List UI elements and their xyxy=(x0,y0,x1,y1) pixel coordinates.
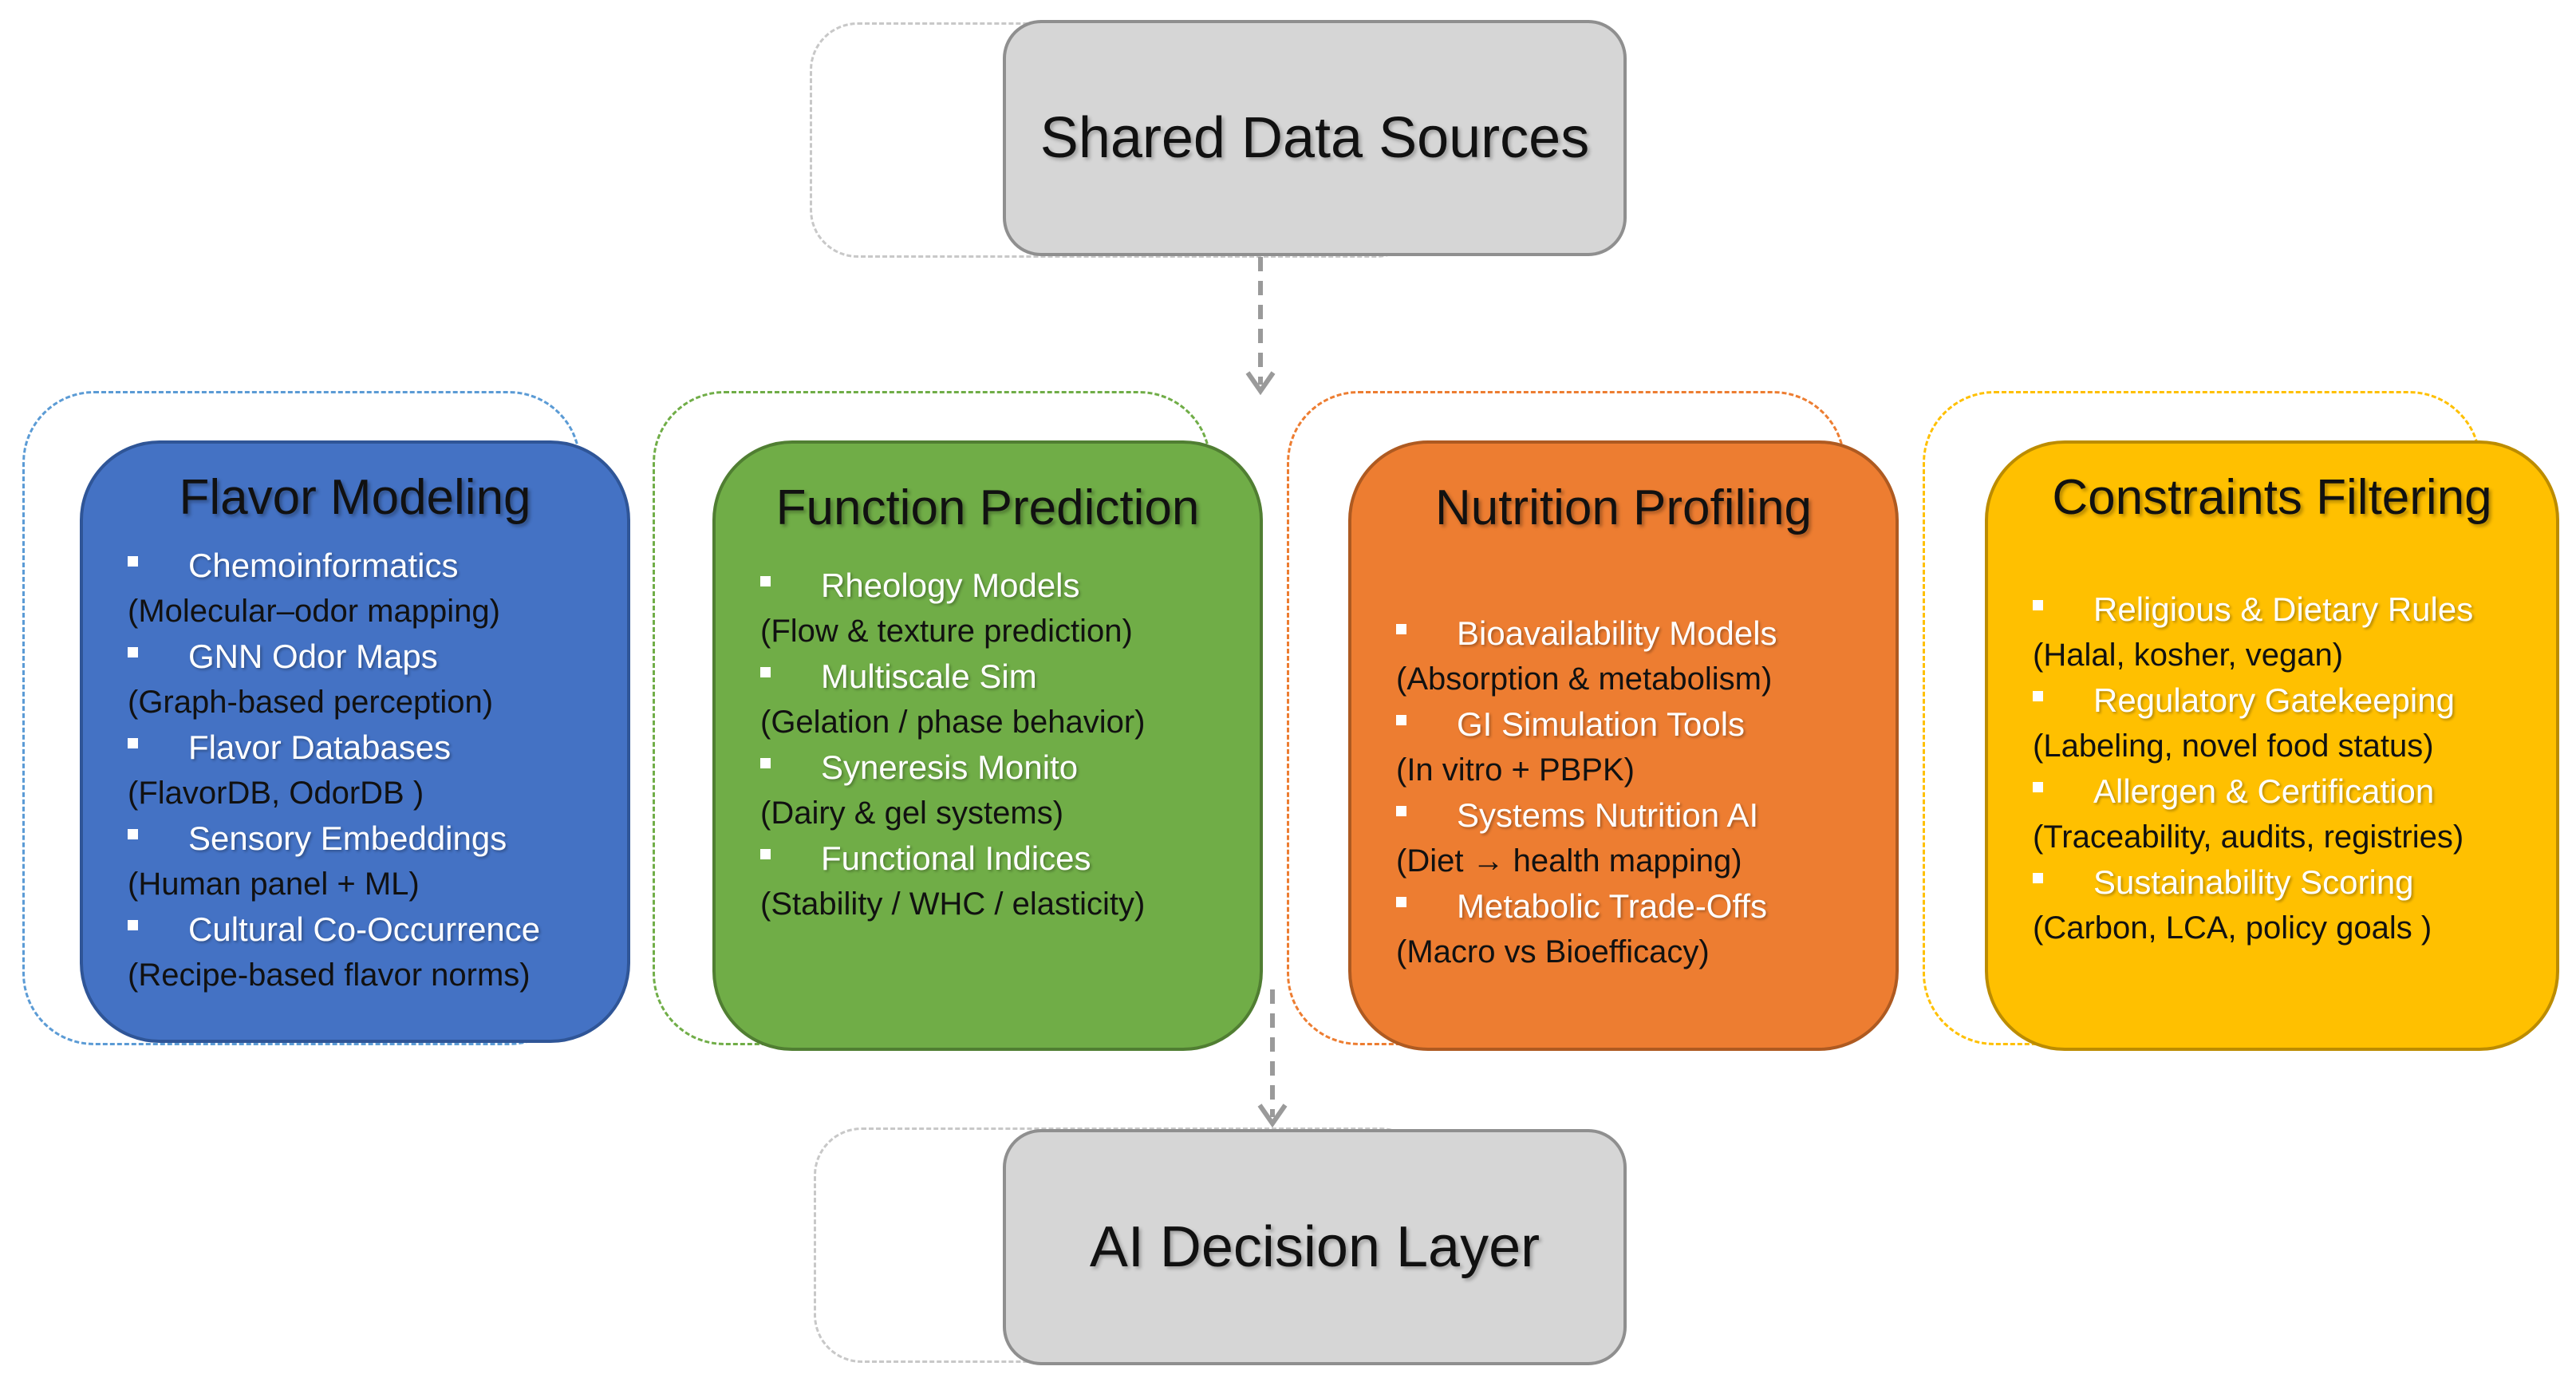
list-item: Systems Nutrition AI (Diet → health mapp… xyxy=(1396,793,1876,884)
item-head: Metabolic Trade-Offs xyxy=(1457,887,1768,925)
list-item: Functional Indices (Stability / WHC / el… xyxy=(760,836,1241,927)
shared-data-sources-box: Shared Data Sources xyxy=(1003,20,1627,256)
bullet-icon xyxy=(760,849,771,859)
list-item: Sustainability Scoring (Carbon, LCA, pol… xyxy=(2033,860,2537,951)
item-head: Sustainability Scoring xyxy=(2093,863,2414,901)
list-item: Religious & Dietary Rules (Halal, kosher… xyxy=(2033,587,2537,678)
item-desc: (Dairy & gel systems) xyxy=(760,796,1064,831)
bullet-icon xyxy=(1396,897,1406,907)
item-desc: (Molecular–odor mapping) xyxy=(128,594,500,629)
card-title: Nutrition Profiling xyxy=(1434,480,1813,535)
item-desc: (Macro vs Bioefficacy) xyxy=(1396,934,1710,969)
item-head: Regulatory Gatekeeping xyxy=(2093,681,2455,719)
card-title: Flavor Modeling xyxy=(179,470,531,525)
list-item: Rheology Models (Flow & texture predicti… xyxy=(760,563,1241,654)
bullet-icon xyxy=(1396,715,1406,725)
list-item: Sensory Embeddings (Human panel + ML) xyxy=(128,816,608,907)
bullet-icon xyxy=(760,758,771,768)
item-head: Flavor Databases xyxy=(188,729,452,766)
item-desc: (Human panel + ML) xyxy=(128,867,420,902)
item-head: GNN Odor Maps xyxy=(188,638,438,675)
bullet-icon xyxy=(1396,624,1406,634)
constraints-filtering-card: Constraints Filtering Religious & Dietar… xyxy=(1985,440,2559,1051)
list-item: GI Simulation Tools (In vitro + PBPK) xyxy=(1396,702,1876,793)
item-head: Syneresis Monito xyxy=(821,748,1079,786)
item-head: Chemoinformatics xyxy=(188,547,459,584)
item-head: Cultural Co-Occurrence xyxy=(188,910,541,948)
bullet-icon xyxy=(2033,600,2043,610)
item-head: Functional Indices xyxy=(821,839,1091,877)
list-item: Flavor Databases (FlavorDB, OdorDB ) xyxy=(128,725,608,816)
bullet-icon xyxy=(760,667,771,677)
item-head: Rheology Models xyxy=(821,567,1080,604)
function-prediction-card: Function Prediction Rheology Models (Flo… xyxy=(712,440,1263,1051)
bullet-icon xyxy=(1396,806,1406,816)
bullet-icon xyxy=(2033,873,2043,883)
item-head: Religious & Dietary Rules xyxy=(2093,590,2474,628)
list-item: Chemoinformatics (Molecular–odor mapping… xyxy=(128,543,608,634)
flavor-modeling-card: Flavor Modeling Chemoinformatics (Molecu… xyxy=(80,440,630,1043)
bullet-icon xyxy=(128,920,138,930)
bullet-icon xyxy=(128,738,138,748)
item-desc: (In vitro + PBPK) xyxy=(1396,752,1635,788)
list-item: Cultural Co-Occurrence (Recipe-based fla… xyxy=(128,907,608,998)
bullet-icon xyxy=(2033,691,2043,701)
item-head: Bioavailability Models xyxy=(1457,614,1777,652)
bullet-icon xyxy=(128,556,138,567)
item-desc: (Labeling, novel food status) xyxy=(2033,729,2434,764)
item-desc: (Carbon, LCA, policy goals ) xyxy=(2033,910,2432,946)
item-desc: (Flow & texture prediction) xyxy=(760,614,1133,649)
list-item: Regulatory Gatekeeping (Labeling, novel … xyxy=(2033,678,2537,769)
card-title: Function Prediction xyxy=(775,480,1200,535)
item-desc: (Absorption & metabolism) xyxy=(1396,661,1773,697)
nutrition-profiling-card: Nutrition Profiling Bioavailability Mode… xyxy=(1348,440,1899,1051)
down-arrow-top xyxy=(1245,257,1276,396)
item-desc: (Halal, kosher, vegan) xyxy=(2033,638,2344,673)
item-head: Allergen & Certification xyxy=(2093,772,2435,810)
item-desc: (Diet → health mapping) xyxy=(1396,843,1742,879)
list-item: Multiscale Sim (Gelation / phase behavio… xyxy=(760,654,1241,745)
item-head: GI Simulation Tools xyxy=(1457,705,1746,743)
shared-data-sources-label: Shared Data Sources xyxy=(1039,106,1590,170)
list-item: Allergen & Certification (Traceability, … xyxy=(2033,769,2537,860)
list-item: Bioavailability Models (Absorption & met… xyxy=(1396,611,1876,702)
list-item: GNN Odor Maps (Graph-based perception) xyxy=(128,634,608,725)
card-title: Constraints Filtering xyxy=(2052,470,2492,525)
item-desc: (Recipe-based flavor norms) xyxy=(128,958,531,993)
ai-decision-layer-box: AI Decision Layer xyxy=(1003,1129,1627,1365)
item-desc: (Gelation / phase behavior) xyxy=(760,705,1146,740)
item-desc: (Graph-based perception) xyxy=(128,685,494,720)
item-head: Multiscale Sim xyxy=(821,657,1037,695)
item-head: Sensory Embeddings xyxy=(188,819,507,857)
bullet-icon xyxy=(128,829,138,839)
bullet-icon xyxy=(760,576,771,586)
ai-decision-layer-label: AI Decision Layer xyxy=(1089,1215,1540,1279)
down-arrow-bottom xyxy=(1257,989,1288,1128)
item-desc: (FlavorDB, OdorDB ) xyxy=(128,776,424,811)
list-item: Metabolic Trade-Offs (Macro vs Bioeffica… xyxy=(1396,884,1876,975)
item-head: Systems Nutrition AI xyxy=(1457,796,1759,834)
bullet-icon xyxy=(128,647,138,657)
bullet-icon xyxy=(2033,782,2043,792)
list-item: Syneresis Monito (Dairy & gel systems) xyxy=(760,745,1241,836)
item-desc: (Stability / WHC / elasticity) xyxy=(760,886,1146,922)
item-desc: (Traceability, audits, registries) xyxy=(2033,819,2464,855)
